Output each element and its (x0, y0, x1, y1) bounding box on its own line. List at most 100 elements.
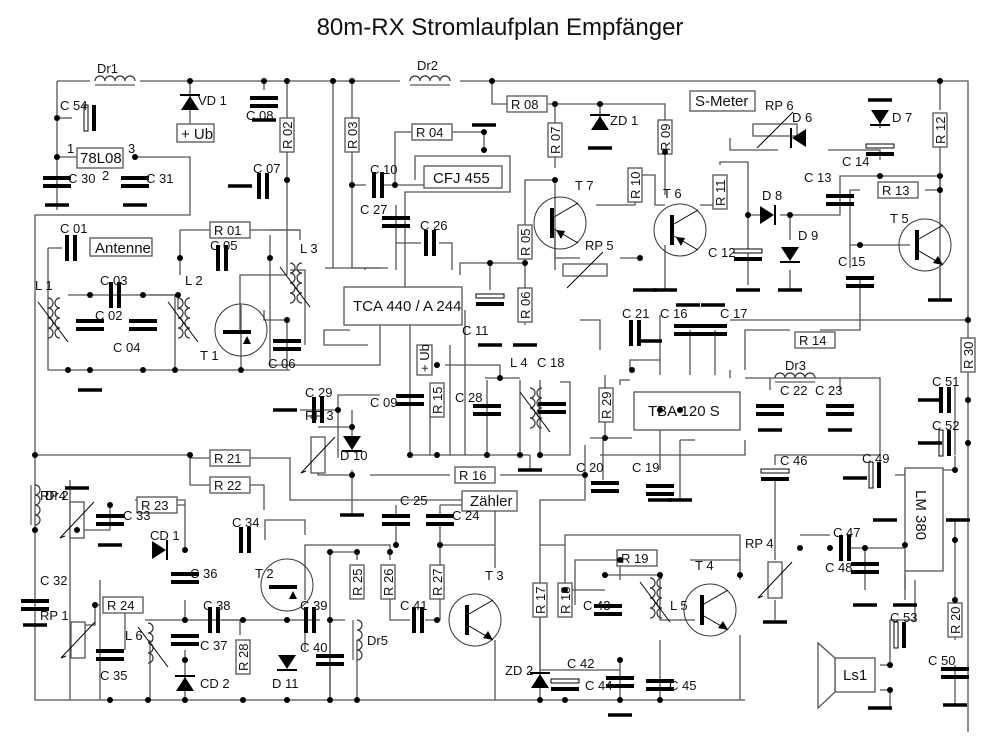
junction-dot (862, 545, 868, 551)
component-label: C 43 (583, 598, 610, 613)
resistor-r15: R 15 (429, 382, 445, 418)
component-label: C 34 (232, 515, 259, 530)
junction-dot (32, 452, 38, 458)
capacitor-c26: C 26 (420, 218, 447, 256)
junction-dot (261, 78, 267, 84)
capacitor-c09: C 09 (370, 394, 424, 410)
component-label: D 8 (762, 188, 782, 203)
junction-dot (349, 424, 355, 430)
component-label: C 54 (60, 98, 87, 113)
capacitor-c31: C 31 (121, 171, 173, 188)
component-label: C 33 (123, 508, 150, 523)
component-label: C 07 (253, 161, 280, 176)
component-label: C 27 (360, 202, 387, 217)
capacitor-c20: C 20 (576, 460, 619, 493)
junction-dot (392, 182, 398, 188)
speaker: Ls1 (817, 641, 876, 710)
capacitor-c40: C 40 (300, 640, 344, 666)
component-label: C 38 (203, 598, 230, 613)
component-label: RP 3 (305, 408, 334, 423)
component-label: C 05 (210, 238, 237, 253)
junction-dot (787, 212, 793, 218)
capacitor-c53: C 53 (890, 610, 917, 649)
junction-dot (407, 452, 413, 458)
svg-text:TBA 120 S: TBA 120 S (648, 403, 720, 420)
component-label: Dr3 (785, 358, 806, 373)
component-label: R 02 (280, 122, 295, 149)
resistor-r28: R 28 (235, 639, 251, 675)
capacitor-c02: C 02 (76, 308, 122, 331)
inductor-l1: L 1 (35, 278, 69, 343)
capacitor-c44: C 44 (585, 676, 634, 693)
junction-dot (327, 549, 333, 555)
svg-text:S-Meter: S-Meter (695, 93, 748, 110)
junction-dot (602, 435, 608, 441)
svg-text:78L08: 78L08 (80, 150, 122, 167)
schematic-title: 80m-RX Stromlaufplan Empfänger (316, 14, 684, 41)
junction-dot (335, 407, 341, 413)
component-label: L 1 (35, 278, 53, 293)
junction-dot (140, 367, 146, 373)
junction-dot (887, 662, 893, 668)
component-label: L 6 (125, 628, 143, 643)
junction-dot (145, 697, 151, 703)
resistor-r27: R 27 (429, 564, 445, 600)
ic-tca440: TCA 440 / A 244 (343, 286, 463, 326)
component-label: Dr2 (417, 58, 438, 73)
diode-zd2: ZD 2 (505, 663, 550, 688)
diode-d10: D 10 (340, 436, 367, 463)
component-label: R 23 (141, 498, 168, 513)
terminal-s-meter: S-Meter (689, 90, 756, 112)
terminal-antenna: Antenne (89, 237, 153, 257)
resistor-r11: R 11 (712, 174, 728, 210)
resistor-r04: R 04 (411, 123, 453, 141)
capacitor-c10: C 10 (370, 162, 397, 198)
component-label: R 04 (416, 125, 443, 140)
junction-dot (284, 78, 290, 84)
component-label: R 07 (548, 127, 563, 154)
capacitor-c29: C 29 (305, 385, 332, 423)
junction-dot (737, 572, 743, 578)
component-label: R 03 (345, 122, 360, 149)
component-label: CD 1 (150, 528, 180, 543)
component-label: C 23 (815, 383, 842, 398)
capacitor-c27: C 27 (360, 202, 410, 228)
junction-dot (107, 697, 113, 703)
potentiometer-rp1: RP 1 (40, 608, 96, 659)
junction-dot (952, 597, 958, 603)
junction-dot (387, 549, 393, 555)
capacitor-c39: C 39 (300, 598, 327, 633)
junction-dot (582, 472, 588, 478)
component-label: RP 6 (765, 98, 794, 113)
junction-dot (349, 182, 355, 188)
junction-dot (965, 317, 971, 323)
component-label: T 3 (485, 568, 504, 583)
capacitor-c24: C 24 (426, 508, 479, 526)
component-label: C 06 (268, 356, 295, 371)
resistor-r22: R 22 (209, 476, 251, 494)
component-label: C 03 (100, 273, 127, 288)
junction-dot (662, 149, 668, 155)
component-label: R 15 (430, 387, 445, 414)
junction-dot (497, 375, 503, 381)
component-label: D 6 (792, 110, 812, 125)
junction-dot (481, 147, 487, 153)
capacitor-c30: C 30 (43, 171, 95, 188)
resistor-r30: R 30 (960, 337, 976, 373)
diode-cd1: CD 1 (150, 528, 180, 560)
component-label: C 15 (838, 254, 865, 269)
capacitor-c45: C 45 (646, 678, 696, 693)
capacitor-c04: C 04 (113, 319, 157, 355)
junction-dot (327, 617, 333, 623)
junction-dot (284, 617, 290, 623)
junction-dot (330, 78, 336, 84)
component-label: R 20 (948, 607, 963, 634)
junction-dot (182, 617, 188, 623)
choke-dr3: Dr3 (774, 358, 816, 383)
capacitor-c01: C 01 (60, 221, 87, 261)
junction-dot (489, 78, 495, 84)
transistor-t1: T 1 (200, 303, 268, 363)
component-label: C 31 (146, 171, 173, 186)
junction-dot (887, 687, 893, 693)
